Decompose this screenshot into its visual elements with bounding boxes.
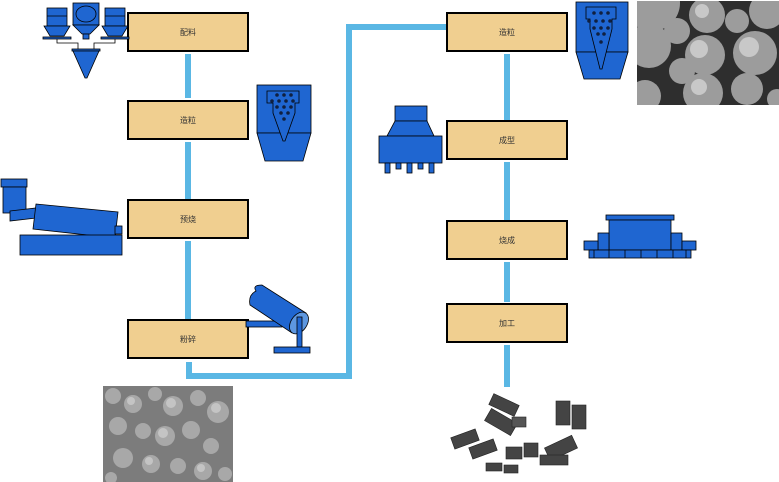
step-label: 烧成 <box>499 235 515 245</box>
granulator-icon <box>256 84 312 162</box>
step-milling: 粉碎 <box>127 319 249 359</box>
connector-left-3 <box>185 241 191 319</box>
connector-left-1 <box>185 54 191 98</box>
step-label: 加工 <box>499 318 515 328</box>
granule-micrograph <box>637 1 779 105</box>
powder-micrograph <box>103 386 233 482</box>
sintering-furnace-icon <box>583 214 697 259</box>
ball-mill-icon <box>245 284 311 354</box>
step-label: 成型 <box>499 135 515 145</box>
connector-right-3 <box>504 262 510 302</box>
step-sintering: 烧成 <box>446 220 568 260</box>
step-label: 造粒 <box>180 115 196 125</box>
step-forming: 成型 <box>446 120 568 160</box>
step-label: 粉碎 <box>180 334 196 344</box>
connector-left-4 <box>186 362 192 378</box>
step-label: 预烧 <box>180 214 196 224</box>
connector-right-2 <box>504 162 510 220</box>
step-machining: 加工 <box>446 303 568 343</box>
rotary-kiln-icon <box>0 178 123 256</box>
step-granulation-2: 造粒 <box>446 12 568 52</box>
connector-left-2 <box>185 142 191 199</box>
press-icon <box>378 105 443 174</box>
connector-right-4 <box>504 345 510 387</box>
step-batching: 配料 <box>127 12 249 52</box>
ferrite-cores-photo <box>450 393 587 474</box>
step-granulation-1: 造粒 <box>127 100 249 140</box>
dosing-hoppers-icon <box>42 2 130 79</box>
connector-middle-vertical <box>346 24 352 379</box>
granulator-icon-2 <box>575 1 629 80</box>
step-label: 配料 <box>180 27 196 37</box>
step-label: 造粒 <box>499 27 515 37</box>
connector-right-1 <box>504 54 510 120</box>
connector-bottom-horizontal <box>186 373 351 379</box>
step-presintering: 预烧 <box>127 199 249 239</box>
connector-top-horizontal <box>346 24 448 30</box>
